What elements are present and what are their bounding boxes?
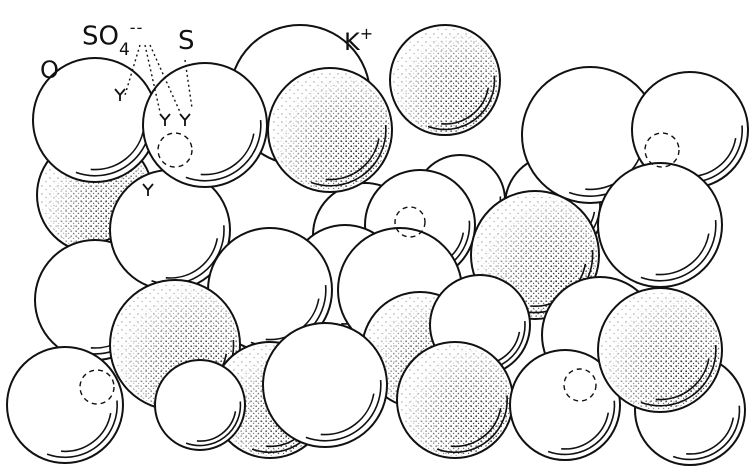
oxygen-label: O	[40, 58, 59, 82]
potassium-label-text: K	[344, 28, 360, 56]
potassium-ion-sphere	[390, 25, 500, 135]
oxygen-atom-sphere	[7, 347, 123, 463]
oxygen-atom-sphere	[263, 323, 387, 447]
potassium-label: K+	[344, 28, 373, 54]
sulfate-subscript: 4	[119, 40, 130, 60]
potassium-charge: +	[360, 24, 373, 43]
sulfate-label: SO4--	[82, 22, 143, 55]
oxygen-atom-sphere	[143, 63, 267, 187]
potassium-ion-sphere	[268, 68, 392, 192]
oxygen-label-text: O	[40, 56, 59, 84]
potassium-ion-sphere	[397, 342, 513, 458]
potassium-ion-sphere	[598, 288, 722, 412]
sulfur-label-text: S	[178, 26, 195, 56]
sulfur-label: S	[178, 28, 195, 54]
oxygen-atom-sphere	[598, 163, 722, 287]
sulfate-label-text: SO	[82, 22, 119, 52]
oxygen-atom-sphere	[155, 360, 245, 450]
sulfate-charge: --	[130, 18, 144, 37]
